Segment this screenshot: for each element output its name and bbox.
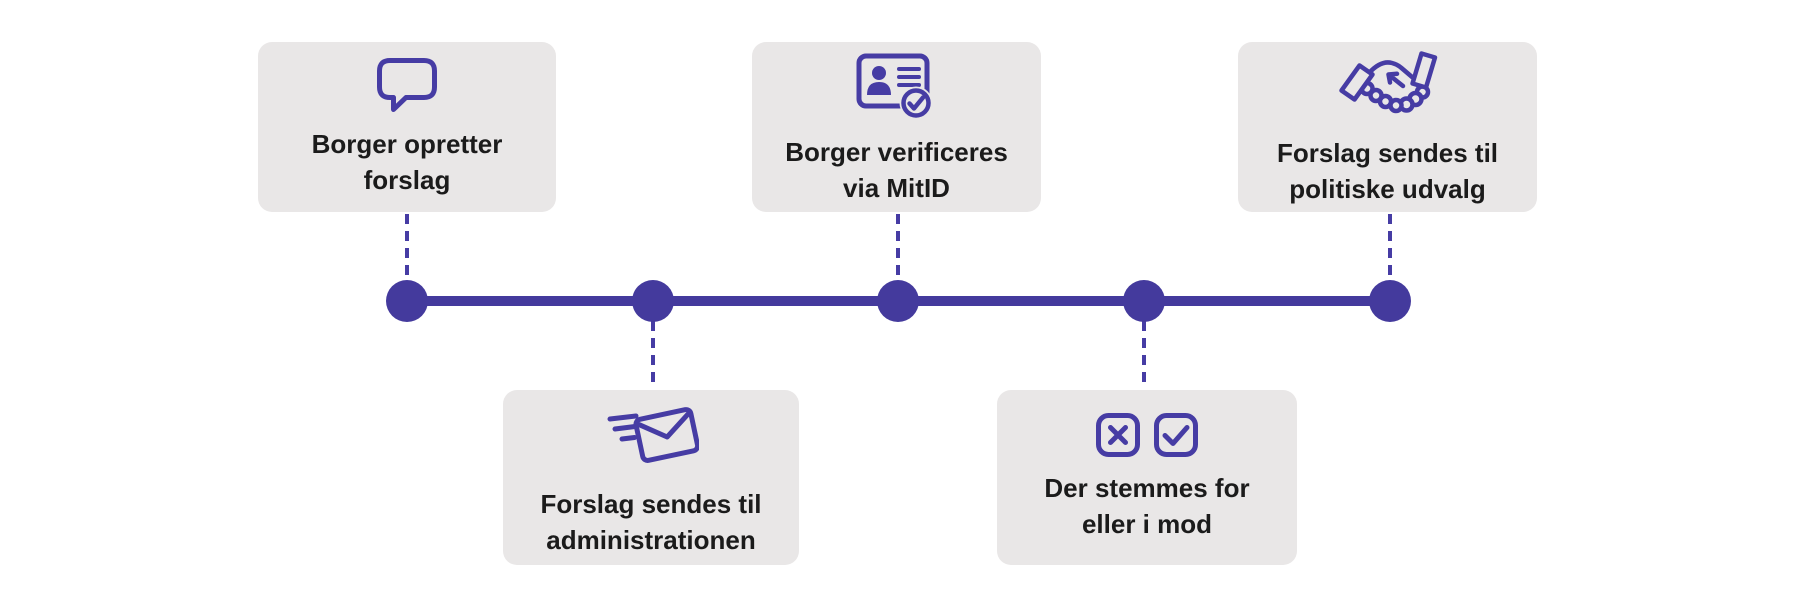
timeline-node-3 [877,280,919,322]
step-card-3: Borger verificeres via MitID [752,42,1041,212]
step-label: Borger verificeres via MitID [785,137,1008,203]
step-card-5: Forslag sendes til politiske udvalg [1238,42,1537,212]
vote-checkboxes-icon [1096,413,1198,458]
step-label: Forslag sendes til administrationen [540,488,762,555]
timeline-node-4 [1123,280,1165,322]
step-label: Der stemmes for eller i mod [1044,473,1250,539]
timeline-node-1 [386,280,428,322]
timeline-node-2 [632,280,674,322]
speech-bubble-icon [375,56,439,114]
timeline-node-5 [1369,280,1411,322]
step-card-4: Der stemmes for eller i mod [997,390,1297,565]
handshake-icon [1336,47,1440,123]
step-card-2: Forslag sendes til administrationen [503,390,799,565]
id-card-check-icon [855,48,939,122]
step-card-1: Borger opretter forslag [258,42,556,212]
envelope-send-icon [603,398,699,474]
step-label: Forslag sendes til politiske udvalg [1276,138,1499,204]
step-label: Borger opretter forslag [311,129,503,195]
